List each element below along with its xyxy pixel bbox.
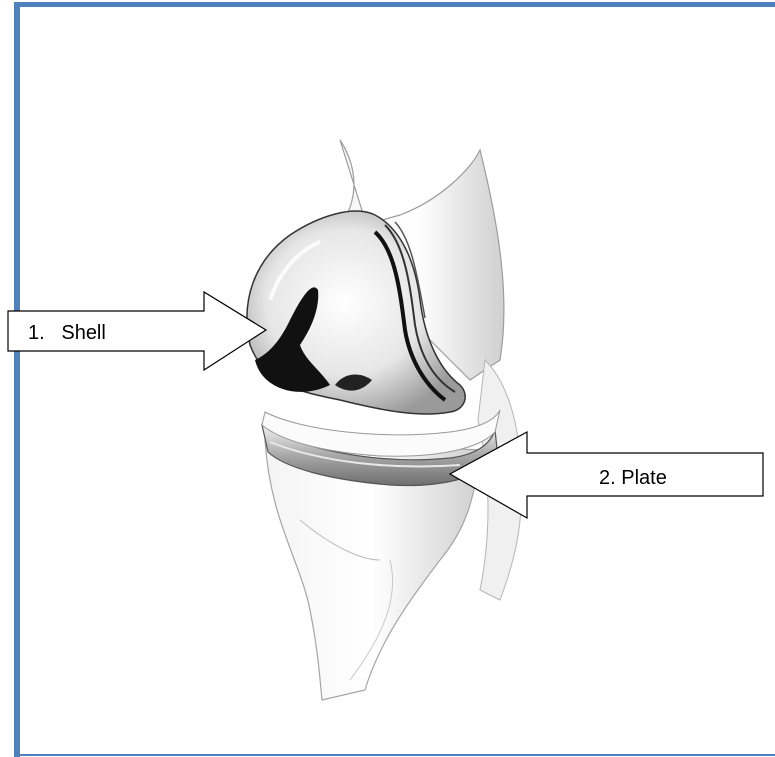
frame-bottom-border — [14, 754, 775, 756]
frame-top-border — [14, 2, 775, 7]
callout-shell-label: 1. Shell — [28, 322, 106, 344]
callout-plate-label: 2. Plate — [599, 467, 667, 489]
frame-left-border — [14, 2, 20, 757]
callout-shell: 1. Shell — [8, 292, 266, 370]
